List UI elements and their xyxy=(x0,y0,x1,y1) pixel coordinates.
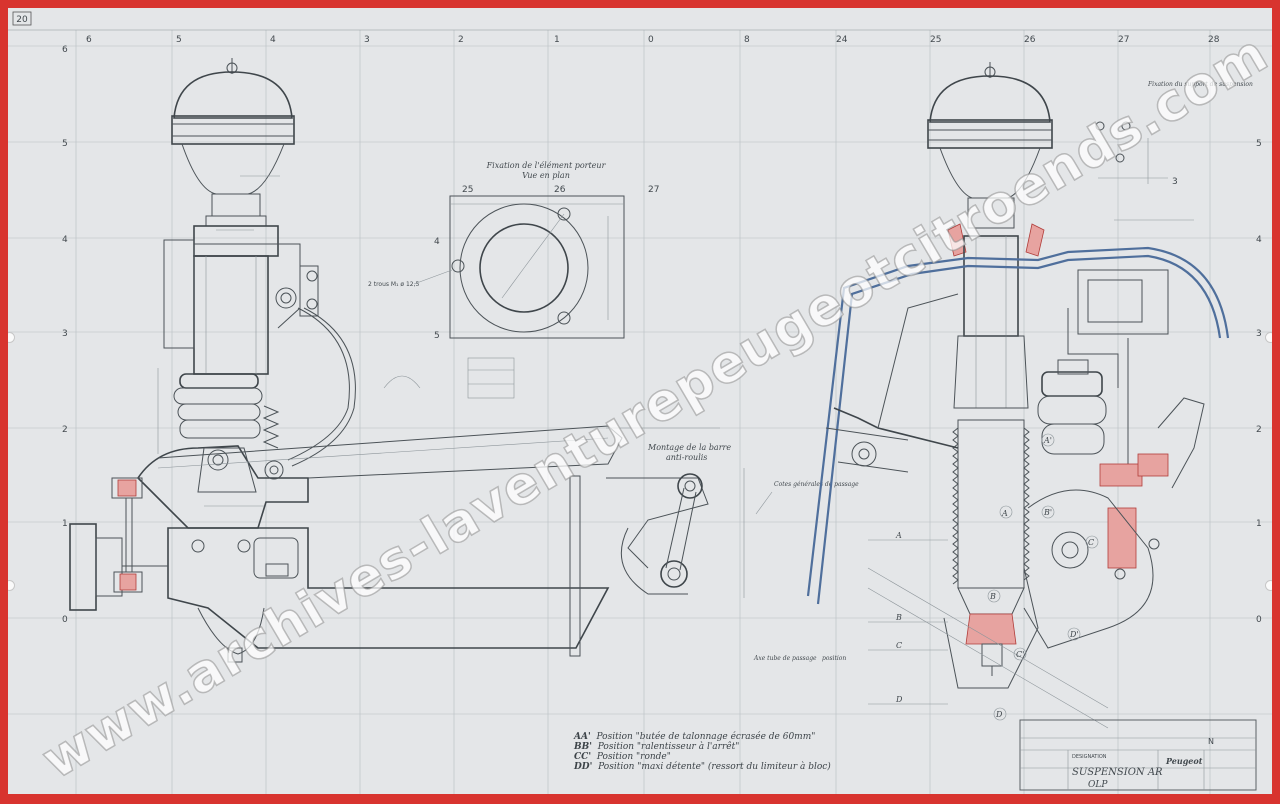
position-rows: A B C D xyxy=(868,531,948,705)
marker-b-prime: B' xyxy=(1043,508,1052,517)
punch-hole xyxy=(1265,332,1272,343)
grid-labels-top: 6 5 4 3 2 1 0 8 24 25 26 27 28 xyxy=(86,35,1220,45)
grid-label: 6 xyxy=(62,45,68,55)
marker-c: C xyxy=(1088,538,1094,547)
legend-line: DD' Position "maxi détente" (ressort du … xyxy=(574,762,831,772)
right-section-view: A A' B B' C C' D D' A B C D Axe t xyxy=(753,62,1253,729)
grid-label: 24 xyxy=(836,35,848,45)
section-markers: A A' B B' C C' D D' xyxy=(987,433,1099,721)
legend-line: BB' Position "ralentisseur à l'arrêt" xyxy=(574,742,739,752)
drawing-title: SUSPENSION AR xyxy=(1072,767,1163,778)
marker-d-prime: D' xyxy=(1069,630,1079,639)
grid-label: 3 xyxy=(1256,329,1262,339)
grid-label: 4 xyxy=(62,235,68,245)
cote-label: Cotes générales de passage xyxy=(774,481,859,488)
grid-label: 2 xyxy=(1256,425,1262,435)
legend-code: AA' xyxy=(574,732,591,742)
legend-text: Position "ronde" xyxy=(596,752,671,762)
bellows xyxy=(952,419,1030,589)
legend-text: Position "butée de talonnage écrasée de … xyxy=(596,732,816,742)
grid-label: 0 xyxy=(62,615,68,625)
position-note: position xyxy=(822,655,846,662)
grid-label: 4 xyxy=(1256,235,1262,245)
watermark-text: www.archives-laventurepeugeotcitroends.c… xyxy=(32,23,1272,791)
grid-label: 5 xyxy=(1256,139,1262,149)
brand-logo: Peugeot xyxy=(1165,756,1203,766)
axe-note: Axe tube de passage xyxy=(753,655,817,662)
plan-row-label: 4 xyxy=(434,237,440,247)
grid-label: 2 xyxy=(62,425,68,435)
grid-label: 1 xyxy=(1256,519,1262,529)
left-suspension-view xyxy=(69,58,623,663)
row-b: B xyxy=(895,613,902,622)
plan-col-label: 27 xyxy=(648,185,659,195)
grid-label: 2 xyxy=(458,35,464,45)
title-block-label: DESIGNATION xyxy=(1072,754,1107,760)
plan-col-label: 25 xyxy=(462,185,473,195)
grid-label: 8 xyxy=(744,35,750,45)
grid-label: 4 xyxy=(270,35,276,45)
plan-view-title: Fixation de l'élément porteur xyxy=(486,161,607,170)
plan-view-note: 2 trous M₁ ø 12,5 xyxy=(368,281,420,288)
marker-c-prime: C' xyxy=(1016,650,1024,659)
legend-text: Position "ralentisseur à l'arrêt" xyxy=(597,742,740,752)
title-block: DESIGNATION SUSPENSION AR OLP Peugeot N xyxy=(1019,719,1257,791)
sheet-mark: N xyxy=(1208,737,1214,746)
sheet-number: 20 xyxy=(16,15,28,25)
punch-hole xyxy=(8,332,15,343)
technical-drawing: 20 6 5 4 3 2 1 0 8 24 25 26 27 28 6 5 4 … xyxy=(8,11,1272,794)
grid-label: 3 xyxy=(62,329,68,339)
grid-label: 1 xyxy=(554,35,560,45)
grid-labels-right: 5 4 3 2 1 0 xyxy=(1256,139,1262,625)
legend-text: Position "maxi détente" (ressort du limi… xyxy=(598,762,831,772)
anti-roll-bar-detail: Montage de la barre anti-roulis Cotes gé… xyxy=(569,427,859,657)
plan-row-label: 5 xyxy=(434,331,440,341)
row-c: C xyxy=(896,641,902,650)
row-d: D xyxy=(895,695,903,704)
grid-label: 0 xyxy=(648,35,654,45)
grid-label: 25 xyxy=(930,35,941,45)
plan-view: Fixation de l'élément porteur Vue en pla… xyxy=(368,161,659,399)
row-a: A xyxy=(895,531,902,540)
barre-title: Montage de la barre xyxy=(647,443,731,452)
grid-label: 28 xyxy=(1208,35,1220,45)
plan-view-subtitle: Vue en plan xyxy=(522,171,570,180)
marker-a: A xyxy=(1001,509,1008,518)
legend-line: CC' Position "ronde" xyxy=(574,752,671,762)
punch-hole xyxy=(1265,580,1272,591)
drawing-sheet: 20 6 5 4 3 2 1 0 8 24 25 26 27 28 6 5 4 … xyxy=(8,8,1272,794)
grid-label: 1 xyxy=(62,519,68,529)
punch-hole xyxy=(8,580,15,591)
grid-label: 3 xyxy=(364,35,370,45)
grid-label: 6 xyxy=(86,35,92,45)
marker-d: D xyxy=(995,710,1003,719)
grid-label: 0 xyxy=(1256,615,1262,625)
marker-b: B xyxy=(989,592,996,601)
grid-label: 26 xyxy=(1024,35,1036,45)
grid-label: 5 xyxy=(62,139,68,149)
barre-subtitle: anti-roulis xyxy=(666,453,707,462)
legend-line: AA' Position "butée de talonnage écrasée… xyxy=(574,732,815,742)
grid-labels-left: 6 5 4 3 2 1 0 xyxy=(62,45,68,625)
legend-code: DD' xyxy=(574,762,593,772)
grid-label: 5 xyxy=(176,35,182,45)
marker-a-prime: A' xyxy=(1043,436,1052,445)
legend-code: BB' xyxy=(574,742,592,752)
grid-label: 27 xyxy=(1118,35,1129,45)
plan-col-label: 26 xyxy=(554,185,566,195)
drawing-subtitle: OLP xyxy=(1088,780,1108,790)
detail-label: Fixation du support de suspension xyxy=(1147,81,1253,88)
detail-number: 3 xyxy=(1172,177,1178,187)
legend-code: CC' xyxy=(574,752,592,762)
